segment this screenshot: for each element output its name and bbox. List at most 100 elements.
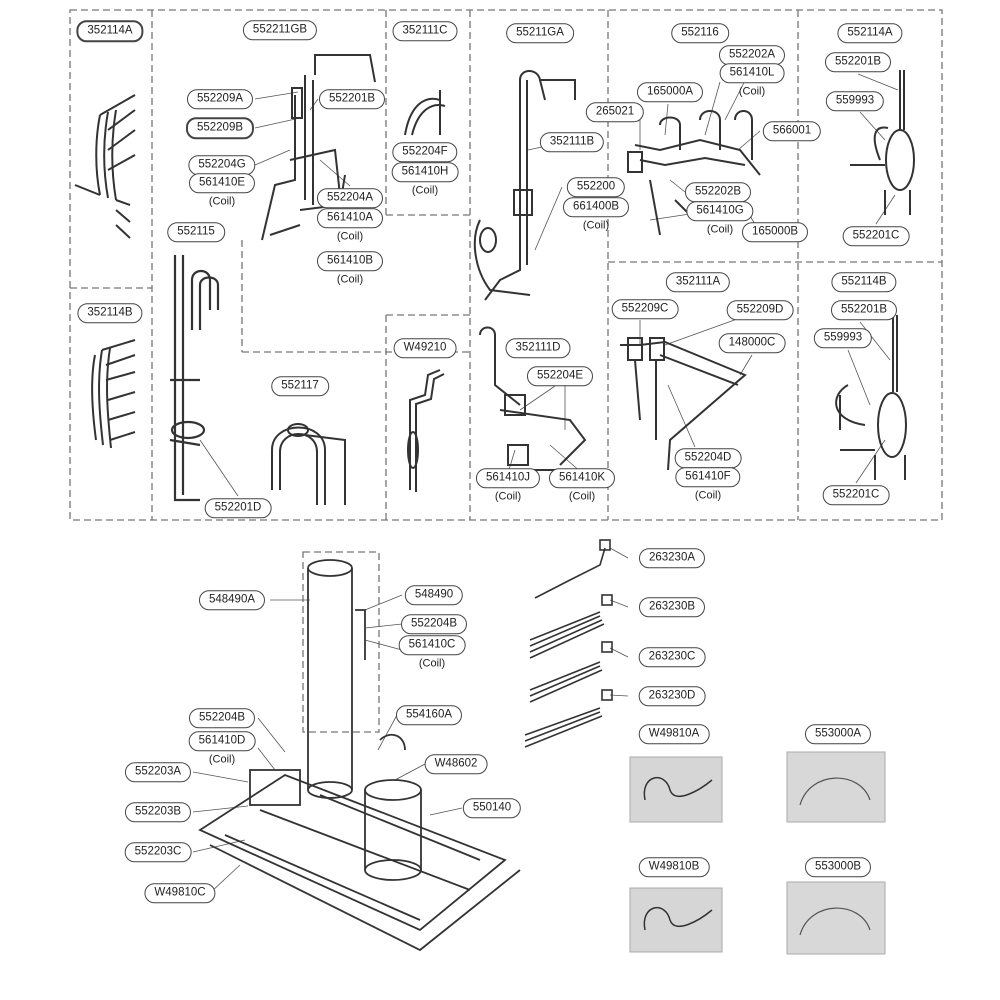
part-label[interactable]: 552204D	[674, 448, 742, 468]
part-label[interactable]: W49210	[393, 338, 457, 358]
part-label[interactable]: 263230B	[638, 597, 706, 617]
part-label[interactable]: 352111A	[665, 272, 731, 292]
pipe-assembly-552117	[271, 423, 346, 505]
part-label[interactable]: 561410H(Coil)	[391, 162, 459, 196]
part-label[interactable]: 552203B	[124, 802, 192, 822]
part-note: (Coil)	[694, 488, 722, 501]
part-label[interactable]: 552115	[167, 222, 225, 242]
part-label[interactable]: 552201B	[830, 300, 898, 320]
part-code: 165000A	[636, 82, 704, 102]
part-label[interactable]: 352114A	[76, 20, 144, 42]
part-label[interactable]: 552209A	[186, 89, 254, 109]
part-label[interactable]: 552201C	[822, 485, 890, 505]
part-label[interactable]: 552203C	[124, 842, 192, 862]
part-label[interactable]: W49810C	[144, 883, 216, 903]
pipe-assembly-552114B	[835, 315, 907, 480]
part-label[interactable]: 552114A	[837, 23, 903, 43]
part-label[interactable]: 263230A	[638, 548, 706, 568]
part-label[interactable]: 552204A	[316, 188, 384, 208]
part-code: 552115	[167, 222, 225, 242]
part-label[interactable]: W49810B	[638, 857, 710, 877]
part-note: (Coil)	[411, 183, 439, 196]
part-label[interactable]: 352114B	[77, 303, 143, 323]
part-code: 552200	[566, 177, 626, 197]
part-label[interactable]: 165000B	[741, 222, 809, 242]
part-label[interactable]: 552203A	[124, 762, 192, 782]
part-code: 352111A	[665, 272, 731, 292]
photo-W49810B	[629, 887, 723, 953]
part-label[interactable]: 263230C	[638, 647, 706, 667]
part-label[interactable]: 553000B	[804, 857, 872, 877]
part-label[interactable]: 552200	[566, 177, 626, 197]
part-label[interactable]: W48602	[424, 754, 488, 774]
part-label[interactable]: 352111C	[392, 21, 458, 41]
part-label[interactable]: 552116	[671, 23, 729, 43]
part-label[interactable]: 552201B	[824, 52, 892, 72]
part-code: 552211GB	[242, 20, 318, 40]
part-label[interactable]: 561410G(Coil)	[686, 201, 754, 235]
part-label[interactable]: 263230D	[638, 686, 706, 706]
part-code: 561410F	[675, 467, 741, 487]
part-label[interactable]: 55211GA	[506, 23, 574, 43]
part-code: 661400B	[562, 197, 630, 217]
part-code: W49210	[393, 338, 457, 358]
part-label[interactable]: 552204F	[392, 142, 458, 162]
part-label[interactable]: 553000A	[804, 724, 872, 744]
part-note: (Coil)	[706, 222, 734, 235]
part-code: 263230B	[638, 597, 706, 617]
part-label[interactable]: 548490A	[198, 590, 266, 610]
part-label[interactable]: 552209B	[185, 117, 255, 139]
part-label[interactable]: 559993	[825, 91, 885, 111]
pipe-assembly-W49210	[407, 369, 445, 492]
part-label[interactable]: 552211GB	[242, 20, 318, 40]
pipe-assembly-352111C	[404, 90, 446, 136]
part-label[interactable]: 352111B	[539, 132, 605, 152]
part-label[interactable]: 552204B	[400, 614, 468, 634]
part-label[interactable]: 561410E(Coil)	[188, 173, 256, 207]
part-label[interactable]: 561410J(Coil)	[475, 468, 541, 502]
part-label[interactable]: 552204B	[188, 708, 256, 728]
part-code: 561410B	[316, 251, 384, 271]
part-label[interactable]: 265021	[585, 102, 645, 122]
part-label[interactable]: 552204E	[526, 366, 594, 386]
part-label[interactable]: 552202B	[684, 182, 752, 202]
part-label[interactable]: 561410D(Coil)	[188, 731, 256, 765]
part-code: 55211GA	[506, 23, 574, 43]
part-code: 263230A	[638, 548, 706, 568]
part-code: 552209A	[186, 89, 254, 109]
part-label[interactable]: 561410C(Coil)	[398, 635, 466, 669]
part-label[interactable]: 548490	[404, 585, 464, 605]
part-label[interactable]: 661400B(Coil)	[562, 197, 630, 231]
part-code: 553000B	[804, 857, 872, 877]
part-code: 352111D	[505, 338, 571, 358]
part-label[interactable]: 561410L(Coil)	[719, 63, 785, 97]
part-label[interactable]: 559993	[813, 328, 873, 348]
part-code: 552117	[271, 376, 329, 396]
part-label[interactable]: 552201B	[318, 89, 386, 109]
part-label[interactable]: 561410K(Coil)	[548, 468, 616, 502]
part-code: 561410C	[398, 635, 466, 655]
part-label[interactable]: 552209D	[726, 300, 794, 320]
part-note: (Coil)	[336, 229, 364, 242]
part-label[interactable]: 552204G	[188, 155, 256, 175]
part-label[interactable]: 552117	[271, 376, 329, 396]
part-label[interactable]: 554160A	[395, 705, 463, 725]
part-label[interactable]: 566001	[762, 121, 822, 141]
part-label[interactable]: 165000A	[636, 82, 704, 102]
part-label[interactable]: 550140	[462, 798, 522, 818]
part-label[interactable]: 561410B(Coil)	[316, 251, 384, 285]
part-label[interactable]: 552209C	[611, 299, 679, 319]
part-code: 352111C	[392, 21, 458, 41]
part-label[interactable]: 552202A	[718, 45, 786, 65]
part-label[interactable]: 352111D	[505, 338, 571, 358]
part-label[interactable]: 561410A(Coil)	[316, 208, 384, 242]
part-label[interactable]: 552201C	[842, 226, 910, 246]
part-label[interactable]: W49810A	[638, 724, 710, 744]
part-label[interactable]: 561410F(Coil)	[675, 467, 741, 501]
part-code: 554160A	[395, 705, 463, 725]
part-label[interactable]: 552114B	[831, 272, 897, 292]
part-label[interactable]: 552201D	[204, 498, 272, 518]
part-code: 552204A	[316, 188, 384, 208]
part-label[interactable]: 148000C	[718, 333, 786, 353]
part-code: 552202B	[684, 182, 752, 202]
